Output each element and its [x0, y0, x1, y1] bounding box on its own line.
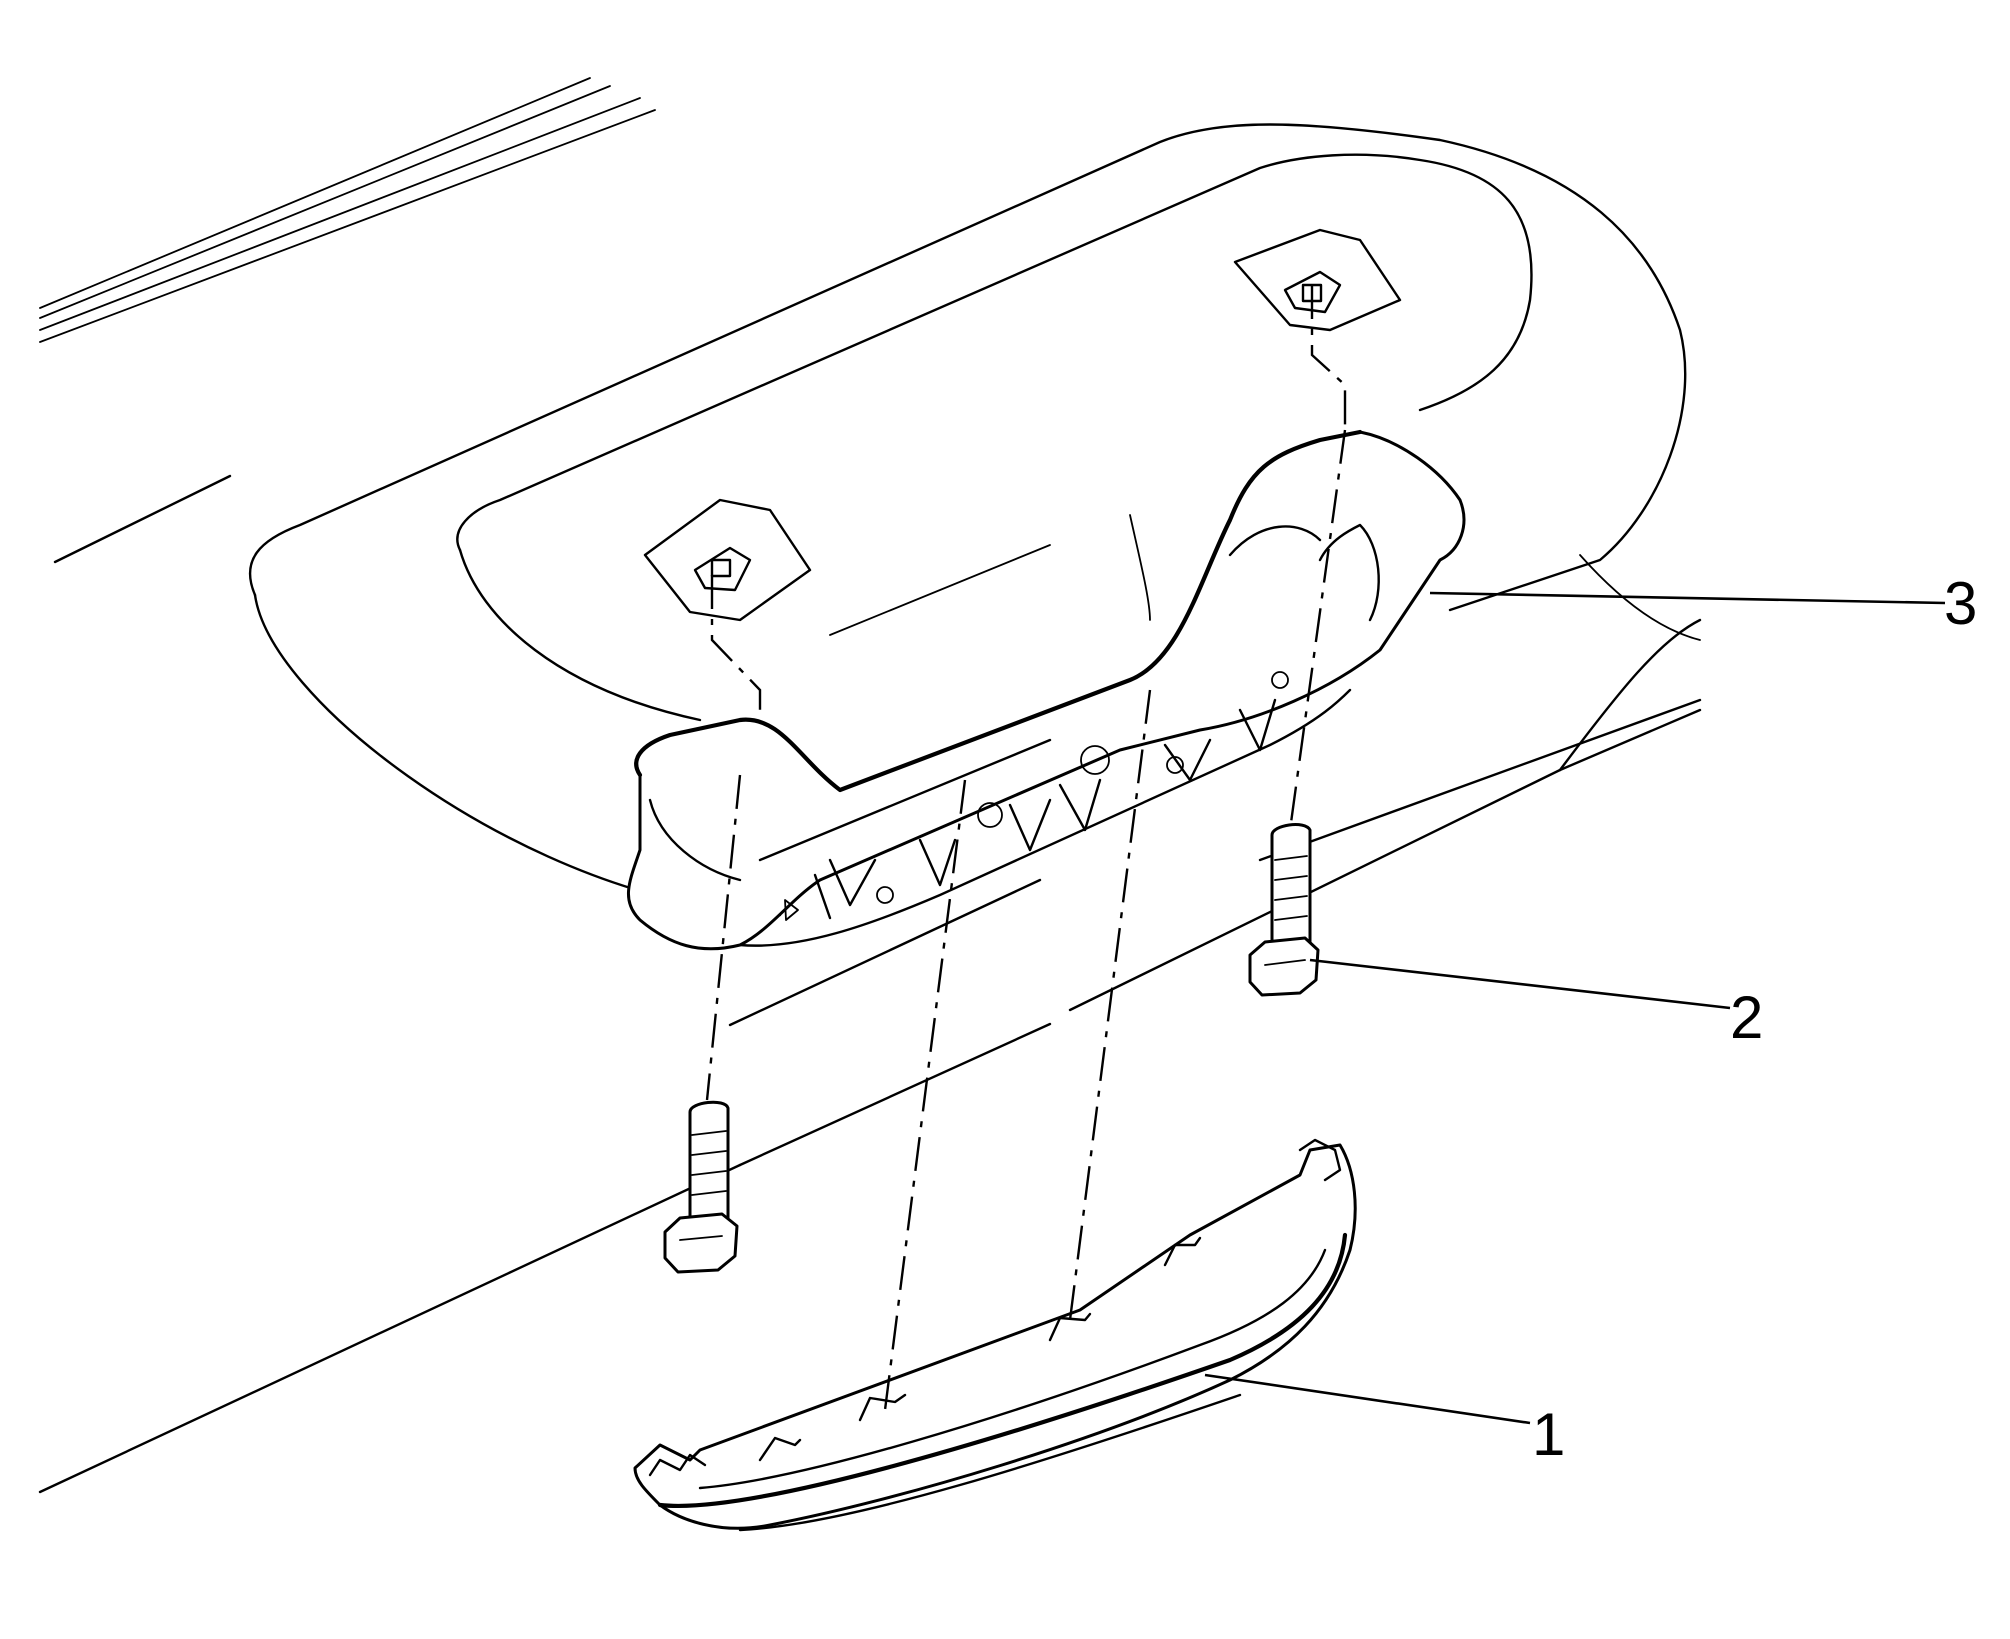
assist-handle-base: [626, 429, 1466, 951]
callout-1: 1: [1532, 1401, 1565, 1468]
mount-pad-right: [1233, 228, 1402, 332]
callout-2: 2: [1730, 984, 1763, 1051]
roof-panel: [38, 77, 1702, 1494]
leader-line-2: [1309, 958, 1731, 1010]
leader-line-1: [1204, 1373, 1531, 1425]
alignment-lines: [705, 285, 1347, 1411]
bolt-left: [663, 1100, 739, 1274]
mount-pad-left: [643, 498, 812, 622]
leader-line-3: [1429, 591, 1946, 605]
callout-3: 3: [1944, 570, 1977, 637]
bolt-right: [1248, 823, 1320, 997]
leader-lines: [1204, 591, 1946, 1425]
handle-cover: [633, 1138, 1357, 1532]
